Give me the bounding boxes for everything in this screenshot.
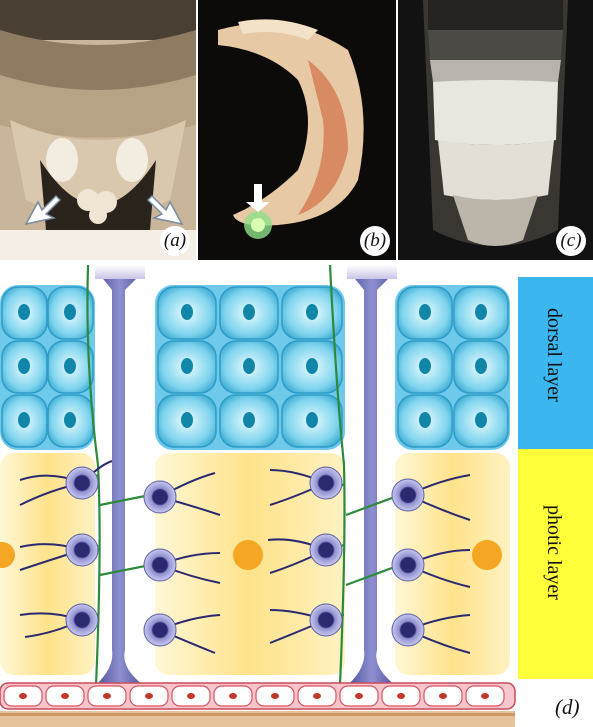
photic-layer-label: photic layer [542, 505, 565, 600]
arrow-icon [240, 180, 274, 214]
panel-label-a: (a) [160, 226, 190, 256]
blood-cell-layer [0, 683, 515, 727]
panel-label-c: (c) [556, 226, 586, 256]
dorsal-layer-label: dorsal layer [542, 308, 565, 402]
photo-panel-c: (c) [398, 0, 593, 260]
photo-panel-b: (b) [198, 0, 396, 260]
arrow-icon [146, 192, 186, 230]
panel-label-b: (b) [360, 226, 390, 256]
arrow-icon [22, 192, 62, 230]
lantern-tissue-diagram [0, 265, 593, 727]
dorsal-cells [0, 285, 510, 450]
panel-label-d: (d) [555, 695, 580, 720]
photo-panel-a: (a) [0, 0, 196, 260]
